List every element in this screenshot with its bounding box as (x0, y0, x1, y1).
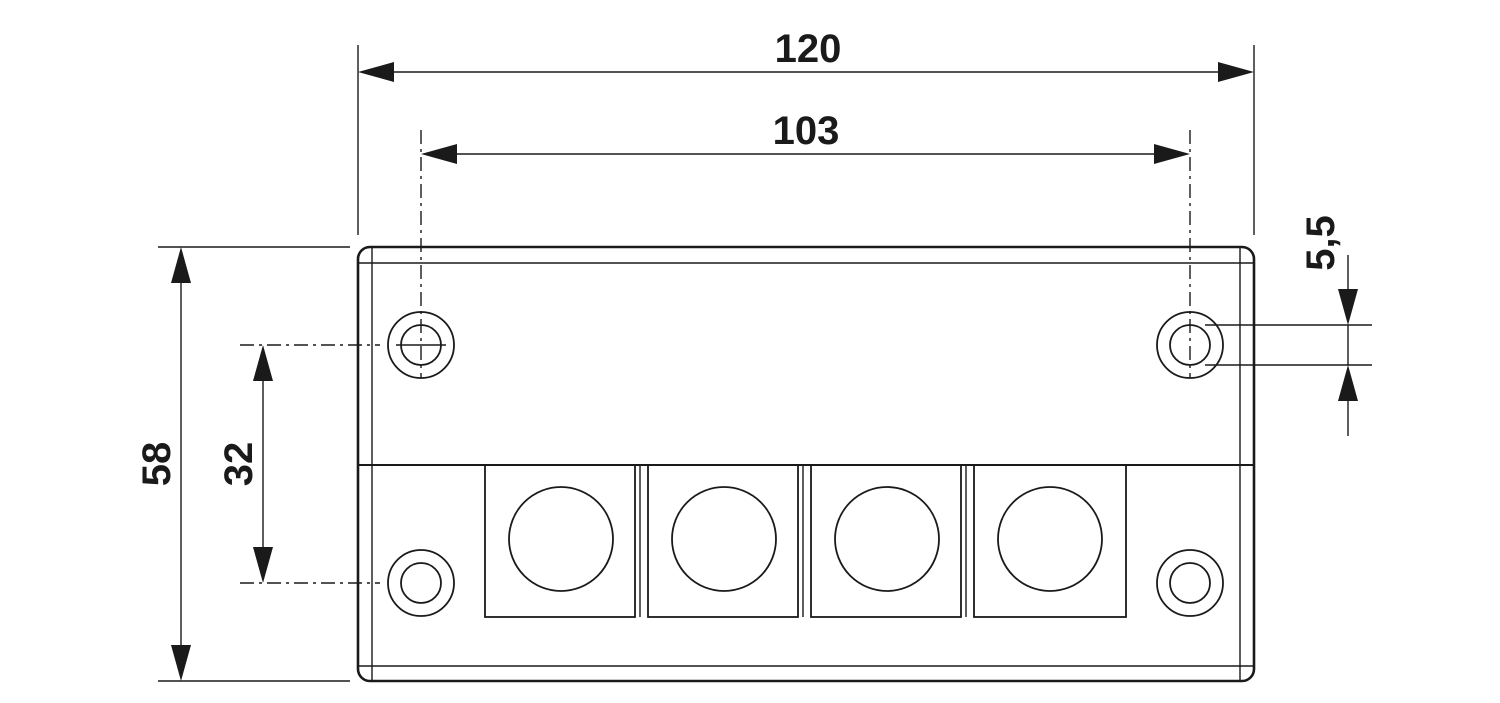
mounting-hole-bottom-left (387, 549, 455, 617)
plate (356, 245, 1256, 683)
cable-entry-opening (508, 486, 614, 592)
cable-entry-1 (484, 464, 641, 618)
dimension-overall-height: 58 (135, 246, 350, 682)
cable-entry-opening (834, 486, 940, 592)
cable-entry-opening (997, 486, 1103, 592)
dimension-hole-spacing-horizontal: 103 (421, 109, 1190, 164)
cable-entry-2 (647, 464, 804, 618)
cable-entry-4 (973, 464, 1127, 618)
cable-entries (484, 464, 1127, 618)
center-lines (240, 130, 1191, 584)
cable-entry-3 (810, 464, 967, 618)
dimension-label-height: 58 (135, 442, 179, 487)
dimension-label-hole-diameter: 5,5 (1299, 215, 1343, 271)
dimension-hole-diameter: 5,5 (1205, 215, 1372, 436)
cable-entry-opening (671, 486, 777, 592)
dimension-label-hole-spacing-h: 103 (773, 109, 840, 153)
dimension-hole-spacing-vertical: 32 (217, 345, 273, 583)
dimension-label-width: 120 (775, 27, 842, 71)
dimension-overall-width: 120 (357, 27, 1255, 235)
mounting-hole-bottom-right (1156, 549, 1224, 617)
mounting-holes (387, 311, 1224, 617)
dimension-label-hole-spacing-v: 32 (217, 442, 261, 487)
